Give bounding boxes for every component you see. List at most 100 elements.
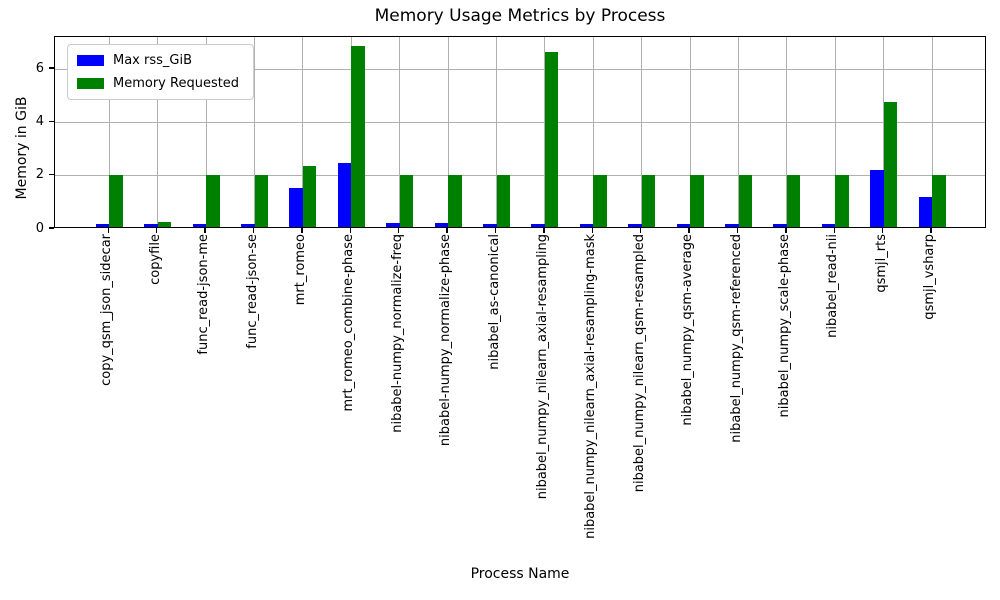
bar-max-rss [676,223,691,227]
x-tick-mark [349,228,351,233]
x-tick-label-text: nibabel_numpy_nilearn_axial-resampling-m… [583,234,599,539]
bar-memory-requested [206,175,220,227]
x-tick-mark [688,228,690,233]
x-tick-label-text: nibabel_numpy_qsm-referenced [728,234,744,443]
x-tick-label: nibabel_numpy_nilearn_qsm-resampled [632,234,647,496]
x-tick-label: nibabel_numpy_scale-phase [777,234,792,421]
bar-memory-requested [593,175,607,227]
y-axis-label: Memory in GiB [14,96,30,200]
bar-memory-requested [399,175,414,227]
x-tick-mark [494,228,497,233]
bar-memory-requested [932,175,946,227]
x-tick-label: mrt_romeo_combine-phase [341,234,356,416]
x-tick-mark [252,228,255,233]
x-tick-label-text: nibabel_numpy_nilearn_axial-resampling [534,234,550,500]
bar-max-rss [483,223,497,227]
x-tick-label-text: copy_qsm_json_sidecar [99,234,115,386]
gridline-x [108,37,110,227]
bar-max-rss [725,223,739,227]
x-tick-label: nibabel_numpy_nilearn_axial-resampling-m… [583,234,598,543]
y-tick-label-6: 6 [35,60,44,76]
bar-max-rss [773,223,787,227]
bar-max-rss [434,223,449,227]
bar-memory-requested [835,175,849,227]
x-axis-label: Process Name [470,566,570,582]
gridline-x [254,37,255,227]
bar-max-rss [337,163,352,227]
legend-swatch-memory-requested [77,78,104,89]
x-tick-mark [156,228,158,233]
x-tick-label-text: qsmjl_rts [873,234,889,293]
gridline-x [157,37,159,227]
bar-max-rss [628,223,642,227]
legend-entry-max-rss: Max rss_GiB [77,53,239,68]
y-tick-mark-2 [49,173,54,176]
bar-memory-requested [254,175,268,227]
x-tick-mark [785,228,787,233]
gridline-y-4 [55,121,985,123]
bar-max-rss [144,223,158,227]
bar-memory-requested [448,175,462,227]
x-tick-label: qsmjl_vsharp [922,234,937,324]
x-tick-label-text: nibabel_as-canonical [486,234,502,370]
gridline-x [641,37,643,227]
x-tick-label: nibabel_as-canonical [487,234,502,374]
bar-max-rss [192,223,207,227]
gridline-x [496,37,497,227]
y-tick-mark-6 [49,67,54,69]
bar-max-rss [821,224,836,227]
gridline-x [399,37,401,227]
x-tick-label-text: nibabel-numpy_normalize-freq [389,234,405,433]
bar-memory-requested [690,175,704,227]
x-tick-mark [398,228,400,233]
y-tick-mark-0 [49,227,54,229]
gridline-x [786,37,788,227]
y-tick-label-0: 0 [35,220,44,236]
bar-max-rss [386,223,400,227]
x-tick-label-text: mrt_romeo [292,234,308,306]
x-tick-mark [882,228,884,233]
bar-max-rss [531,223,545,227]
x-tick-mark [204,228,206,233]
legend: Max rss_GiB Memory Requested [67,44,255,100]
x-tick-label: qsmjl_rts [874,234,889,297]
bar-memory-requested [496,175,510,227]
bar-memory-requested [883,101,898,227]
legend-label-max-rss: Max rss_GiB [113,53,193,68]
x-tick-label: func_read-json-se [245,234,260,353]
gridline-x [447,37,449,227]
x-tick-mark [930,228,932,233]
bar-memory-requested [109,175,123,227]
x-tick-label-text: mrt_romeo_combine-phase [341,234,357,412]
x-tick-label-text: nibabel_numpy_qsm-average [680,234,696,426]
gridline-x [205,37,207,227]
x-tick-label: nibabel_read-nii [825,234,840,342]
x-tick-label: nibabel_numpy_nilearn_axial-resampling [535,234,550,503]
gridline-y-2 [55,175,985,177]
x-tick-mark [107,228,109,233]
y-tick-label-2: 2 [35,167,44,183]
x-tick-label: nibabel-numpy_normalize-phase [438,234,453,450]
x-tick-mark [833,228,835,233]
x-tick-label-text: func_read-json-se [244,234,260,349]
gridline-x [689,37,691,227]
x-tick-mark [543,228,545,233]
chart-title: Memory Usage Metrics by Process [374,6,666,26]
x-tick-label: mrt_romeo [293,234,308,309]
x-tick-mark [301,228,303,233]
x-tick-label: copyfile [148,234,163,289]
x-tick-label: nibabel_numpy_qsm-referenced [729,234,744,447]
x-tick-mark [736,228,739,233]
x-tick-label: func_read-json-me [196,234,211,359]
x-tick-label: nibabel_numpy_qsm-average [680,234,695,430]
legend-entry-memory-requested: Memory Requested [77,76,239,91]
bar-max-rss [870,169,884,227]
x-tick-label-text: func_read-json-me [196,234,212,355]
bar-memory-requested [544,52,559,227]
gridline-x [592,37,594,227]
x-tick-label: copy_qsm_json_sidecar [99,234,114,390]
legend-swatch-max-rss [77,55,104,66]
gridline-x [931,37,933,227]
bar-max-rss [579,223,594,227]
